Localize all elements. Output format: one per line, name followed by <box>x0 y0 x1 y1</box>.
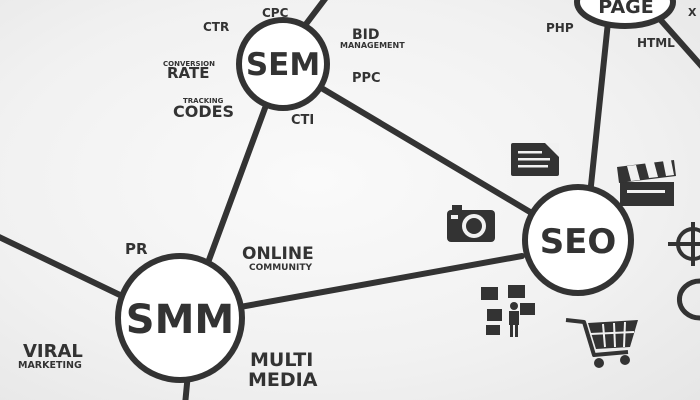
line-seo-page <box>587 19 611 198</box>
document-icon <box>511 143 559 176</box>
line-sem-seo <box>315 83 533 215</box>
label-tracking: TRACKING <box>183 97 224 105</box>
label-media: MEDIA <box>248 369 318 391</box>
label-ctr: CTR <box>203 20 229 34</box>
target-crosshair-icon <box>668 222 700 266</box>
label-pr: PR <box>125 240 148 258</box>
label-codes: CODES <box>173 102 234 121</box>
camera-icon <box>447 205 495 242</box>
line-smm-left <box>0 234 125 299</box>
label-ppc: PPC <box>352 71 381 86</box>
node-sem: SEM <box>236 17 330 111</box>
svg-text:SEO: SEO <box>540 222 617 262</box>
label-cpc: CPC <box>262 6 289 20</box>
line-sem-smm <box>203 97 271 271</box>
svg-text:SMM: SMM <box>126 297 234 343</box>
partial-circle-icon <box>676 278 700 321</box>
label-multi: MULTI <box>250 349 313 371</box>
label-cti: CTI <box>291 113 314 128</box>
label-online: ONLINE <box>242 244 314 264</box>
node-smm: SMM <box>115 253 245 383</box>
label-rate: RATE <box>167 64 209 82</box>
line-smm-seo <box>237 253 525 310</box>
people-network-icon <box>481 285 535 337</box>
label-marketing: MARKETING <box>18 360 82 371</box>
label-bid-management: MANAGEMENT <box>340 41 405 50</box>
label-community: COMMUNITY <box>249 263 312 273</box>
label-bid: BID <box>352 27 380 43</box>
node-page: PAGE <box>574 0 676 29</box>
node-seo: SEO <box>522 184 634 296</box>
label-html: HTML <box>637 36 675 50</box>
svg-text:SEM: SEM <box>246 47 320 83</box>
label-xml-fragment: X <box>688 6 697 19</box>
svg-text:PAGE: PAGE <box>598 0 653 18</box>
video-clapperboard-icon <box>617 160 676 206</box>
shopping-cart-icon <box>565 318 638 368</box>
label-conversion: CONVERSION <box>163 60 215 68</box>
label-viral: VIRAL <box>23 341 83 362</box>
label-php: PHP <box>546 21 574 35</box>
